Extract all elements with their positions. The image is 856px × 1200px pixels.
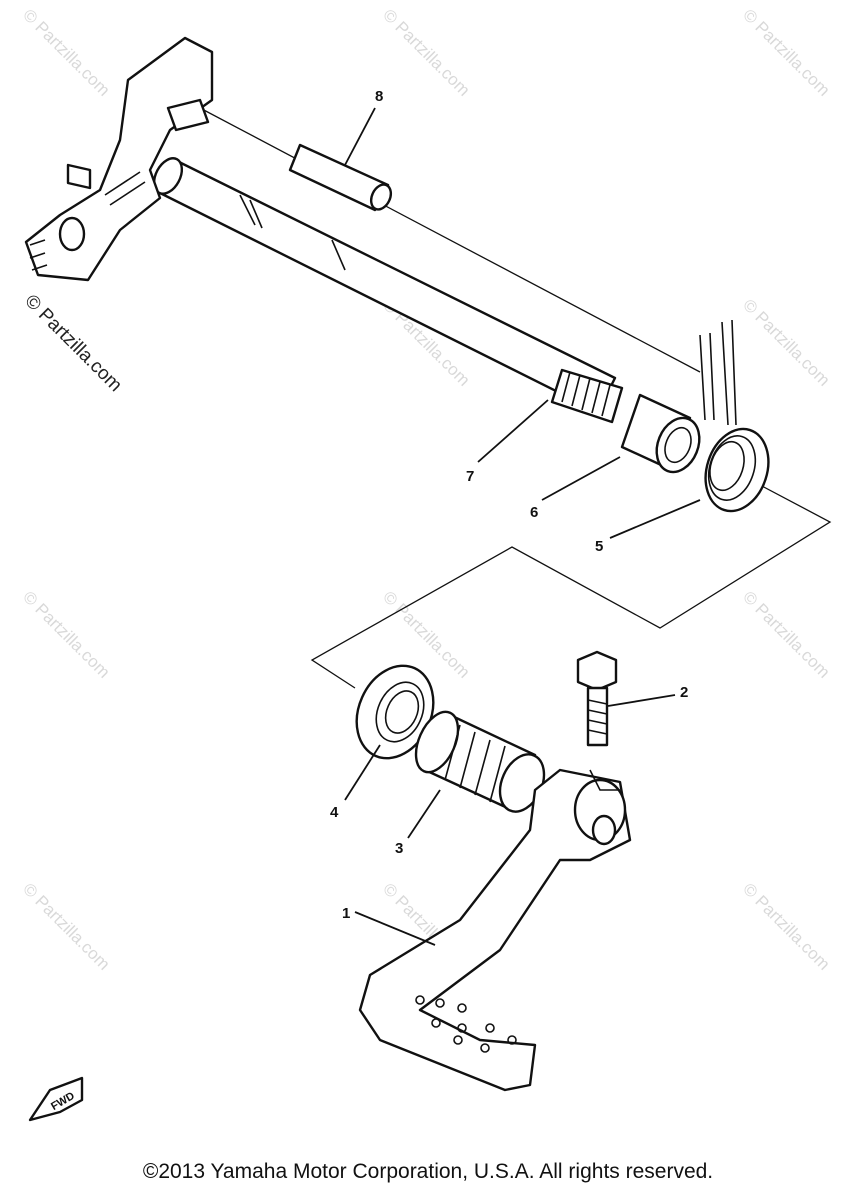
boot-part-3 xyxy=(414,710,546,813)
watermark-prominent: © Partzilla.com xyxy=(20,291,125,396)
watermark: © Partzilla.com xyxy=(739,587,833,681)
callout-7: 7 xyxy=(466,468,474,485)
callout-5: 5 xyxy=(595,538,603,555)
watermark: © Partzilla.com xyxy=(19,879,113,973)
watermark: © Partzilla.com xyxy=(19,587,113,681)
bolt-part-2 xyxy=(576,650,618,747)
watermark: © Partzilla.com xyxy=(739,5,833,99)
copyright-notice: ©2013 Yamaha Motor Corporation, U.S.A. A… xyxy=(142,1160,714,1183)
watermark: © Partzilla.com xyxy=(19,5,113,99)
leader-lines xyxy=(344,107,701,946)
watermark: © Partzilla.com xyxy=(379,5,473,99)
callout-1: 1 xyxy=(342,905,350,922)
spring-part-5 xyxy=(699,319,770,513)
callout-8: 8 xyxy=(375,88,383,105)
collar-part-6 xyxy=(620,393,701,474)
knurled-end xyxy=(550,368,624,424)
shift-shaft-assembly xyxy=(24,36,624,424)
fwd-arrow-icon: FWD xyxy=(28,1076,84,1122)
pin-part-8 xyxy=(288,143,393,212)
pedal-part-1 xyxy=(358,768,632,1092)
pedal-grip-holes xyxy=(415,995,517,1053)
watermark: © Partzilla.com xyxy=(739,295,833,389)
assembly-guides xyxy=(199,107,832,689)
callout-2: 2 xyxy=(680,684,688,701)
callout-numbers: 8 7 6 5 2 4 3 1 xyxy=(330,88,688,922)
callout-3: 3 xyxy=(395,840,403,857)
callout-6: 6 xyxy=(530,504,538,521)
watermark: © Partzilla.com xyxy=(739,879,833,973)
callout-4: 4 xyxy=(330,804,339,821)
